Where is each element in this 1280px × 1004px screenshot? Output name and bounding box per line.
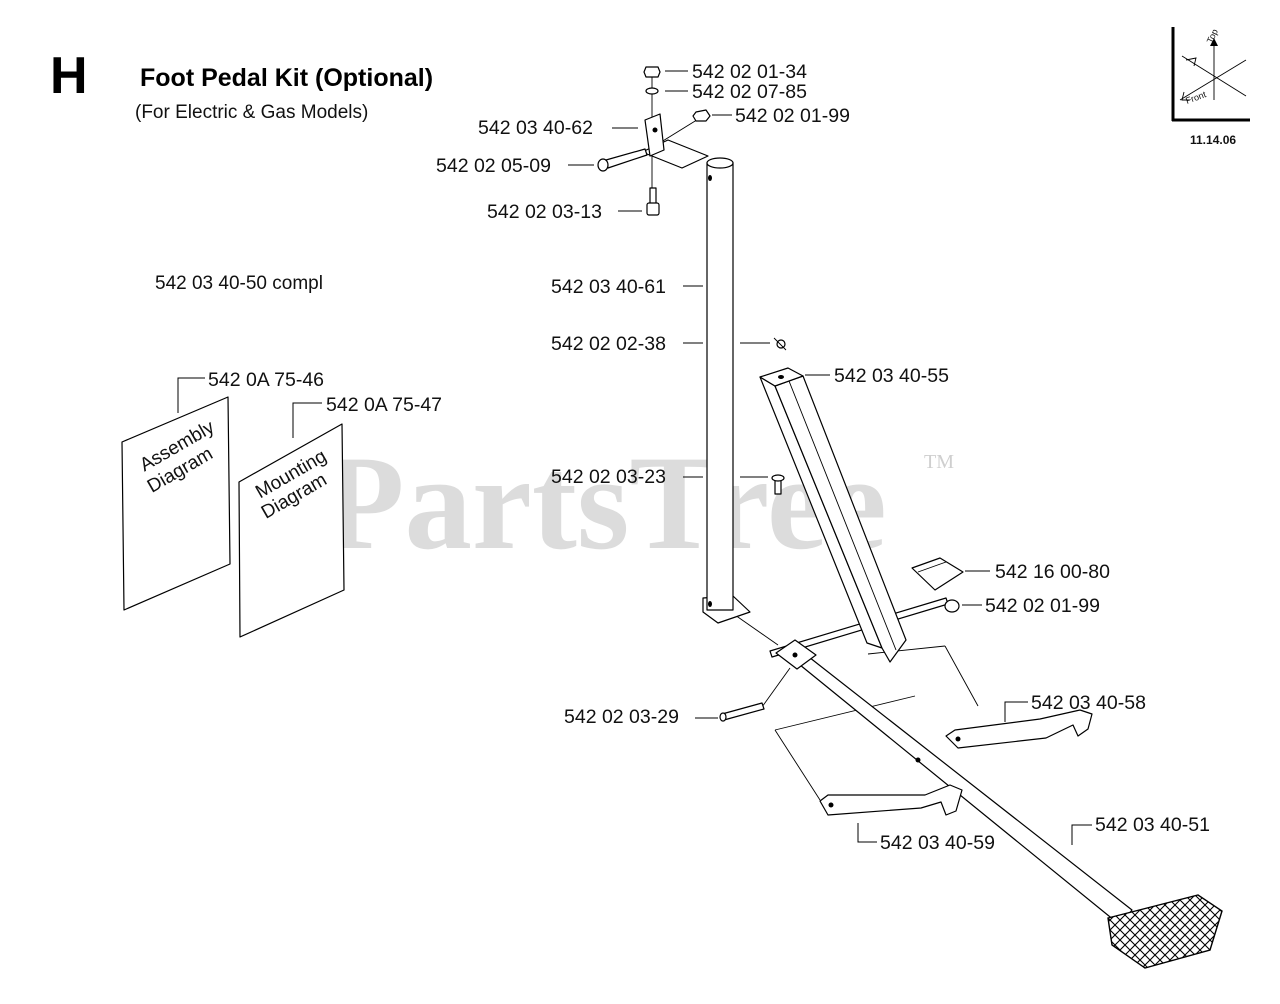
callout-angled-tube: 542 03 40-55 <box>834 365 949 387</box>
bolt-side-head <box>597 158 609 172</box>
pedal-arm-hole <box>792 652 798 658</box>
compass-label-front: Front <box>1184 89 1208 106</box>
leader-line-assembly <box>177 377 205 413</box>
nut-side <box>692 109 711 122</box>
foot-pedal-pad <box>1107 894 1223 969</box>
angled-tube-edge <box>788 380 897 651</box>
washer-top <box>645 87 659 95</box>
ref-line-f <box>761 667 791 708</box>
revision-date: 11.14.06 <box>1190 133 1236 147</box>
leader-line-15 <box>1071 824 1092 845</box>
page-title: Foot Pedal Kit (Optional) <box>140 64 433 92</box>
leader-line-mounting <box>292 402 322 438</box>
bolt-bottom-head <box>646 202 660 216</box>
top-bracket <box>641 113 709 169</box>
top-bracket-tab <box>644 113 665 157</box>
callout-pedal-arm: 542 03 40-51 <box>1095 814 1210 836</box>
spring-clip-bend <box>917 561 947 573</box>
compass-arrow-right-icon <box>1185 57 1197 67</box>
watermark-trademark: TM <box>924 451 954 473</box>
callout-mounting-diagram: 542 0A 75-47 <box>326 394 442 416</box>
callout-screw: 542 02 03-23 <box>551 466 666 488</box>
compass-axis-diagonal-a <box>1179 59 1247 101</box>
screw-head <box>771 474 785 482</box>
upright-tube-body <box>706 162 734 611</box>
compass-arrow-front-icon <box>1181 91 1190 101</box>
mounting-diagram-sheet <box>238 423 345 638</box>
upright-tube <box>702 157 751 624</box>
callout-washer-top: 542 02 07-85 <box>692 81 807 103</box>
page-subtitle: (For Electric & Gas Models) <box>135 102 368 123</box>
orientation-compass: Top Front 11.14.06 <box>1171 27 1250 147</box>
compass-axis-diagonal-b <box>1181 55 1247 97</box>
ref-line-b <box>944 645 979 707</box>
kit-number: 542 03 40-50 compl <box>155 273 323 294</box>
pedal-plate-lower <box>819 784 963 816</box>
ref-line-d <box>774 729 821 801</box>
pedal-plate-upper <box>945 709 1093 749</box>
clip-pin <box>776 339 786 349</box>
pedal-arm <box>775 639 1223 969</box>
callout-pedal-plate-upper: 542 03 40-58 <box>1031 692 1146 714</box>
pivot-hole <box>915 757 921 763</box>
ref-line-e <box>734 614 779 646</box>
compass-label-top: Top <box>1205 27 1220 44</box>
hardware <box>597 66 964 722</box>
pedal-plate-upper-hole <box>955 736 961 742</box>
callout-pedal-plate-lower: 542 03 40-59 <box>880 832 995 854</box>
pedal-plate-lower-hole <box>828 802 834 808</box>
callout-pivot-pin: 542 02 03-29 <box>564 706 679 728</box>
callout-nut-side: 542 02 01-99 <box>735 105 850 127</box>
pedal-plate-lower-body <box>819 784 963 816</box>
callout-nut-lower: 542 02 01-99 <box>985 595 1100 617</box>
pivot-pin-end <box>719 712 727 722</box>
callout-nut-top: 542 02 01-34 <box>692 61 807 83</box>
callout-bolt-side: 542 02 05-09 <box>436 155 551 177</box>
spring-clip <box>911 557 964 591</box>
leader-lines <box>568 70 1092 845</box>
bolt-bottom-shaft <box>649 187 657 205</box>
pedal-plate-upper-body <box>945 709 1093 749</box>
angled-tube <box>759 367 907 663</box>
angled-tube-hole <box>778 375 784 379</box>
callout-bolt-bottom: 542 02 03-13 <box>487 201 602 223</box>
callout-assembly-diagram: 542 0A 75-46 <box>208 369 324 391</box>
assembly-diagram-sheet <box>121 396 231 611</box>
callout-spring-clip: 542 16 00-80 <box>995 561 1110 583</box>
upright-tube-hole-bottom <box>708 601 712 607</box>
leader-line-14 <box>857 823 877 843</box>
callout-top-bracket: 542 03 40-62 <box>478 117 593 139</box>
ref-line-c <box>774 695 916 731</box>
pivot-pin-shaft <box>721 702 765 721</box>
ref-line-a <box>867 645 946 655</box>
compass-arrow-up-icon <box>1210 38 1218 46</box>
callout-clip-pin: 542 02 02-38 <box>551 333 666 355</box>
bolt-side-shaft <box>605 148 648 169</box>
callouts: 542 02 01-34 542 02 07-85 542 03 40-62 5… <box>436 61 1210 854</box>
section-letter: H <box>50 47 88 105</box>
upright-tube-top <box>706 157 734 169</box>
upright-tube-hole-top <box>708 175 712 181</box>
clip-pin-loop <box>773 337 787 351</box>
top-bracket-hole <box>652 127 658 133</box>
nut-lower <box>944 599 960 613</box>
leader-line-12 <box>1004 701 1028 722</box>
document-mounting-diagram: Mounting Diagram 542 0A 75-47 <box>238 394 442 638</box>
nut-top <box>643 66 661 78</box>
callout-upright-tube: 542 03 40-61 <box>551 276 666 298</box>
